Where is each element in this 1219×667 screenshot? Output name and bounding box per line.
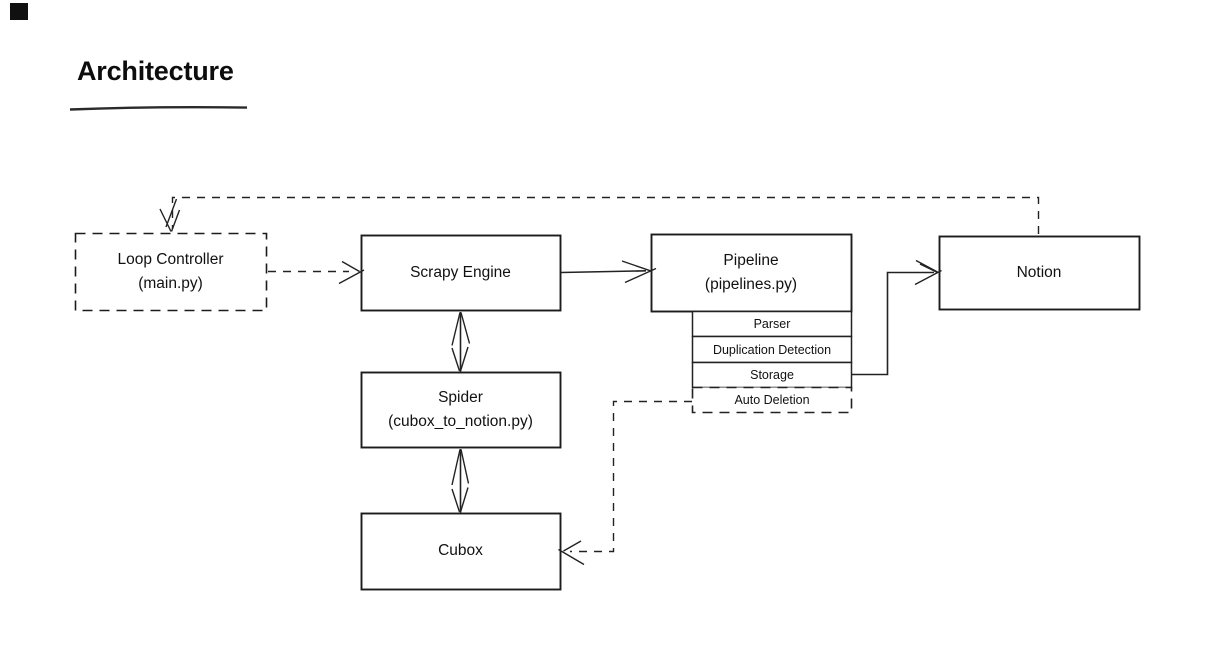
pipeline-stage-parser-box xyxy=(691,310,853,338)
arrowhead-down-into-cubox xyxy=(451,487,469,513)
title-underline xyxy=(69,105,248,111)
scrapy-engine-box xyxy=(360,234,562,312)
page-title: Architecture xyxy=(77,56,234,86)
loop-controller-box xyxy=(74,232,268,312)
pipeline-stage-auto-deletion-box xyxy=(691,386,853,414)
arrowhead-up-into-scrapy-engine xyxy=(451,312,471,346)
pipeline-stage-storage-box xyxy=(691,361,853,389)
edge-auto-deletion-to-cubox xyxy=(570,400,692,553)
arrowhead-into-pipeline xyxy=(621,260,657,284)
arrowhead-into-cubox xyxy=(558,540,585,566)
arrowhead-down-into-spider xyxy=(451,346,469,372)
arrowhead-into-scrapy-engine xyxy=(338,260,365,285)
corner-mark xyxy=(10,3,28,20)
spider-box xyxy=(360,371,562,449)
edge-scrapy-engine-to-pipeline xyxy=(560,270,647,274)
edge-storage-to-notion xyxy=(852,271,934,376)
arrowhead-into-loop-controller xyxy=(159,198,181,232)
arrowhead-into-notion xyxy=(914,259,942,286)
edge-notion-to-loop-controller xyxy=(171,196,1040,234)
arrowhead-up-into-spider xyxy=(451,449,470,486)
pipeline-stage-duplication-detection-box xyxy=(691,335,853,364)
cubox-box xyxy=(360,512,562,591)
notion-box xyxy=(938,235,1141,311)
pipeline-box xyxy=(650,233,853,313)
